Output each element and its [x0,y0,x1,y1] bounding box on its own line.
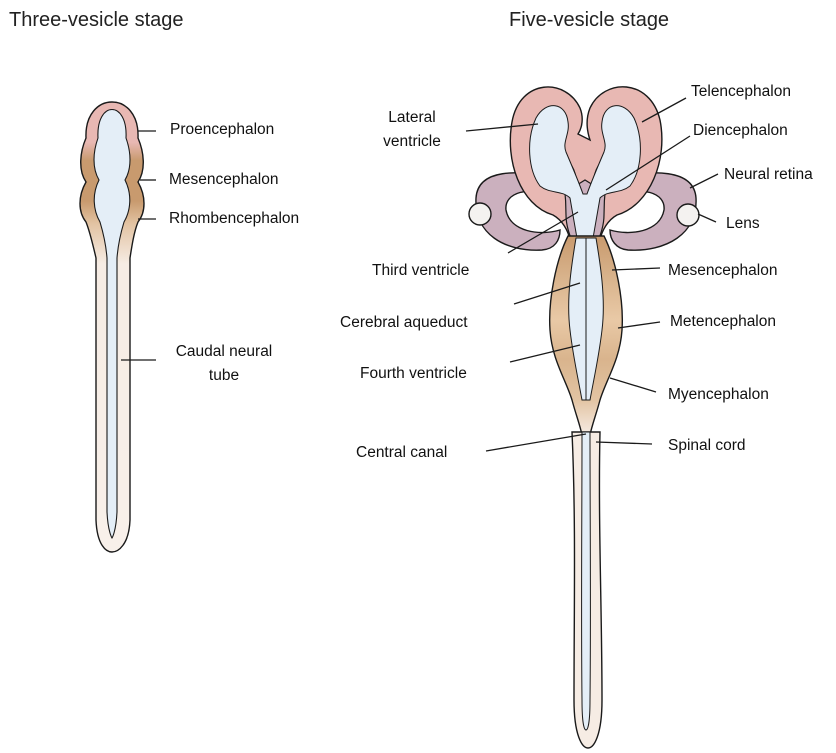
label-lens: Lens [726,214,760,234]
label-cerebral-aqueduct: Cerebral aqueduct [340,313,468,333]
label-caudal-line1: Caudal neural [176,342,273,362]
label-caudal-line2: tube [209,366,239,386]
label-diencephalon: Diencephalon [693,121,788,141]
label-myencephalon: Myencephalon [668,385,769,405]
left-lens [469,203,491,225]
label-central-canal: Central canal [356,443,447,463]
label-lateral-line1: Lateral [388,108,435,128]
leader-lens [698,214,716,222]
leader-mesencephalon-5 [612,268,660,270]
three-vesicle-tube [80,102,144,552]
label-metencephalon: Metencephalon [670,312,776,332]
leader-spinal-cord [596,442,652,444]
label-lateral-line2: ventricle [383,132,441,152]
label-mesencephalon-5: Mesencephalon [668,261,777,281]
label-proencephalon: Proencephalon [170,120,274,140]
leader-myencephalon [610,378,656,392]
central-canal [582,432,591,730]
leader-central-canal [486,434,586,451]
label-fourth-ventricle: Fourth ventricle [360,364,467,384]
label-spinal-cord: Spinal cord [668,436,746,456]
five-vesicle-title: Five-vesicle stage [509,9,669,32]
label-rhombencephalon: Rhombencephalon [169,209,299,229]
label-third-ventricle: Third ventricle [372,261,469,281]
label-neural-retina: Neural retina [724,165,813,185]
leader-neural-retina [690,174,718,188]
label-mesencephalon-3: Mesencephalon [169,170,278,190]
three-vesicle-title: Three-vesicle stage [9,9,184,32]
label-telencephalon: Telencephalon [691,82,791,102]
five-vesicle-brain [469,87,699,748]
leader-metencephalon [618,322,660,328]
right-lens [677,204,699,226]
